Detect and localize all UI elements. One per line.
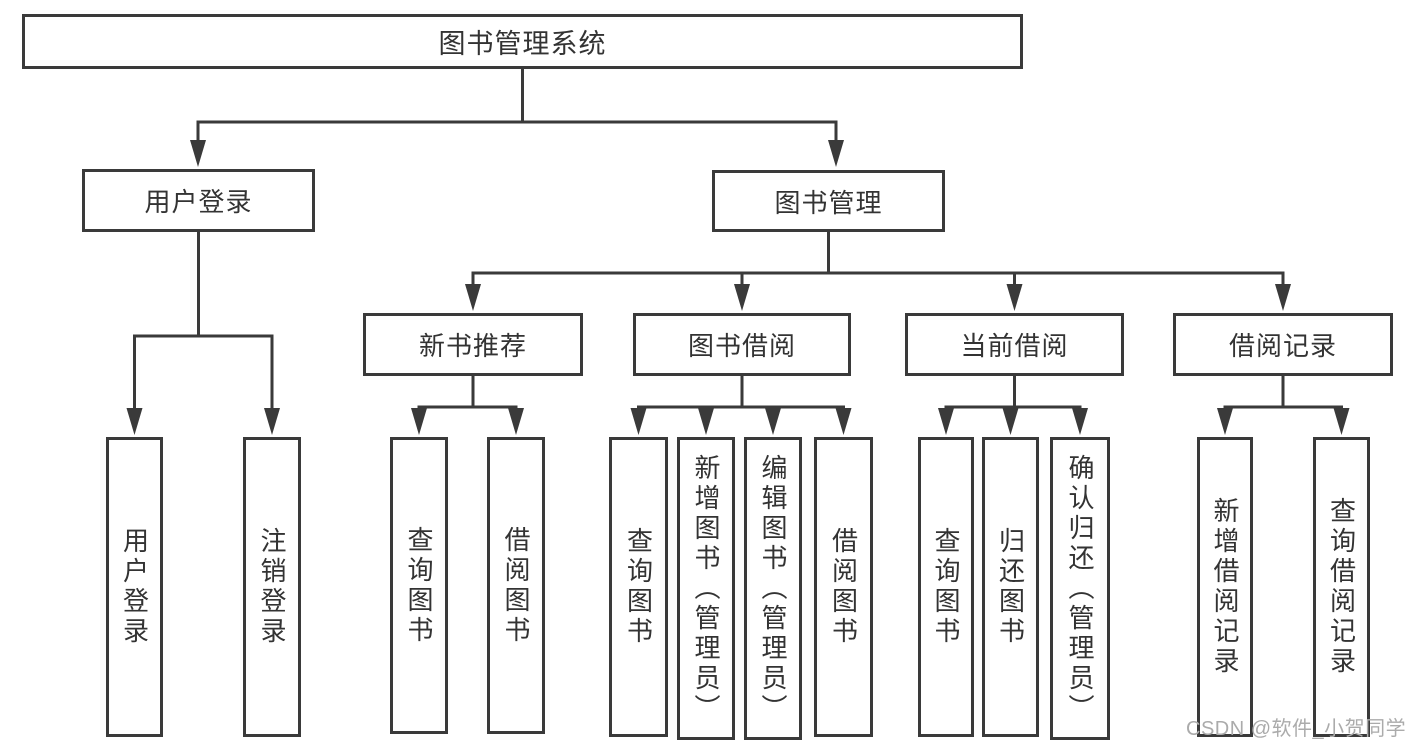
node-logout-label: 注销登录 <box>257 527 287 647</box>
arrowhead-icon <box>508 408 524 435</box>
node-user-login-leaf: 用户登录 <box>106 437 163 737</box>
node-add-borrow-record-label: 新增借阅记录 <box>1210 497 1240 677</box>
node-user-login: 用户登录 <box>82 169 315 232</box>
node-borrowing-records-label: 借阅记录 <box>1228 331 1337 361</box>
arrowhead-icon <box>938 408 954 435</box>
node-query-borrow-record: 查询借阅记录 <box>1313 437 1370 737</box>
arrowhead-icon <box>1275 284 1291 311</box>
node-borrow-books-recommend-label: 借阅图书 <box>501 525 531 646</box>
arrowhead-icon <box>1072 408 1088 435</box>
node-current-borrowing: 当前借阅 <box>905 313 1124 376</box>
node-user-login-label: 用户登录 <box>144 187 253 217</box>
node-borrow-books-recommend: 借阅图书 <box>487 437 545 734</box>
arrowhead-icon <box>835 408 852 435</box>
arrowhead-icon <box>630 408 647 435</box>
node-query-books-recommend-label: 查询图书 <box>404 525 434 646</box>
node-new-book-recommend-label: 新书推荐 <box>418 331 527 361</box>
node-return-books-label: 归还图书 <box>995 527 1026 647</box>
node-edit-book-admin: 编辑图书（管理员） <box>744 437 802 740</box>
node-user-login-leaf-label: 用户登录 <box>119 527 150 647</box>
arrowhead-icon <box>465 284 481 311</box>
arrowhead-icon <box>1217 408 1233 435</box>
node-return-books: 归还图书 <box>982 437 1039 737</box>
node-query-borrow-record-label: 查询借阅记录 <box>1326 497 1357 677</box>
node-borrow-books-borrowing: 借阅图书 <box>814 437 873 737</box>
node-new-book-recommend: 新书推荐 <box>363 313 583 376</box>
node-current-borrowing-label: 当前借阅 <box>960 331 1069 361</box>
node-library-system-label: 图书管理系统 <box>438 29 607 59</box>
node-query-books-borrowing-label: 查询图书 <box>623 527 654 647</box>
node-book-borrowing: 图书借阅 <box>633 313 851 376</box>
node-borrow-books-borrowing-label: 借阅图书 <box>828 527 859 647</box>
node-borrowing-records: 借阅记录 <box>1173 313 1393 376</box>
node-query-books-borrowing: 查询图书 <box>609 437 668 737</box>
node-book-borrowing-label: 图书借阅 <box>687 331 796 361</box>
arrowhead-icon <box>190 140 206 167</box>
arrowhead-icon <box>734 284 750 311</box>
arrowhead-icon <box>126 408 143 435</box>
node-add-book-admin-label: 新增图书（管理员） <box>691 453 721 724</box>
arrowhead-icon <box>1333 408 1350 435</box>
arrowhead-icon <box>264 408 280 435</box>
node-query-books-recommend: 查询图书 <box>390 437 448 734</box>
node-edit-book-admin-label: 编辑图书（管理员） <box>758 453 788 724</box>
arrowhead-icon <box>411 408 427 435</box>
arrowhead-icon <box>698 408 714 435</box>
node-logout: 注销登录 <box>243 437 301 737</box>
arrowhead-icon <box>828 140 844 167</box>
node-library-system: 图书管理系统 <box>22 14 1023 69</box>
node-add-borrow-record: 新增借阅记录 <box>1197 437 1253 737</box>
node-confirm-return-admin-label: 确认归还（管理员） <box>1065 453 1095 724</box>
node-add-book-admin: 新增图书（管理员） <box>677 437 735 740</box>
node-book-management: 图书管理 <box>712 170 945 232</box>
csdn-watermark: CSDN @软件_小贺同学 <box>1186 718 1405 740</box>
node-query-books-current: 查询图书 <box>918 437 974 737</box>
node-confirm-return-admin: 确认归还（管理员） <box>1050 437 1110 740</box>
arrowhead-icon <box>1006 284 1023 311</box>
arrowhead-icon <box>765 408 781 435</box>
node-query-books-current-label: 查询图书 <box>931 527 961 647</box>
arrowhead-icon <box>1002 408 1019 435</box>
node-book-management-label: 图书管理 <box>774 187 883 218</box>
